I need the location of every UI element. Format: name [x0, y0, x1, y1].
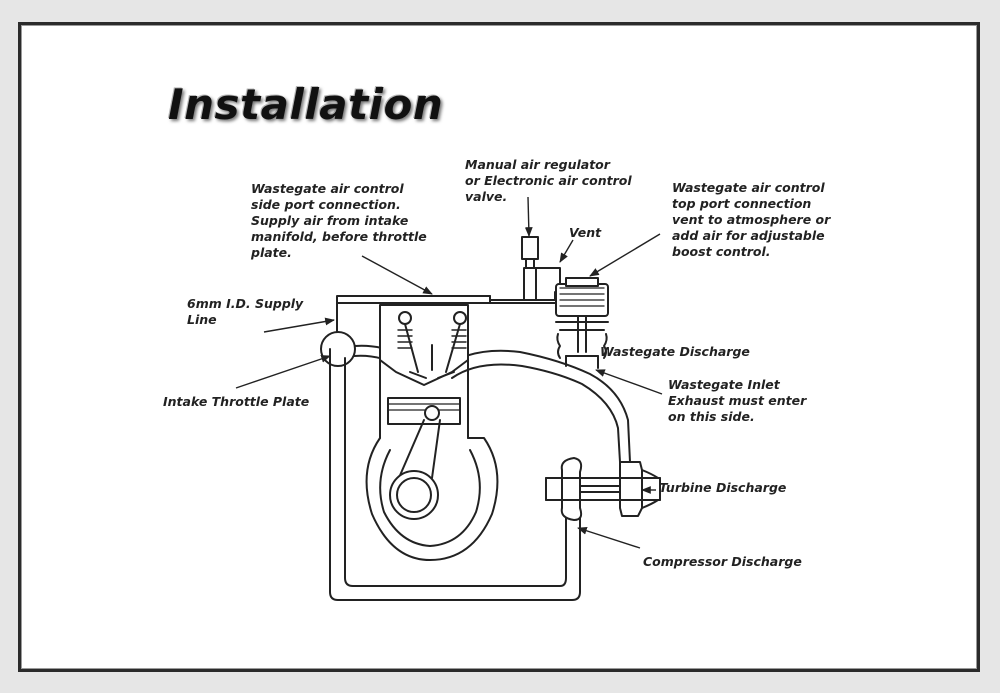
- label-wastegate-inlet: Wastegate Inlet Exhaust must enter on th…: [668, 377, 807, 424]
- wastegate-body: [555, 277, 609, 359]
- label-side-port-connection: Wastegate air control side port connecti…: [251, 181, 427, 260]
- air-regulator-valve: [521, 236, 539, 260]
- crankcase: [365, 437, 499, 561]
- arrow-supply-line: [263, 317, 335, 333]
- turbo-shaft: [545, 477, 661, 501]
- turbocharger: [545, 457, 661, 521]
- diagram-title: Installation: [168, 80, 444, 129]
- label-wastegate-discharge: Wastegate Discharge: [600, 344, 750, 359]
- label-compressor-discharge: Compressor Discharge: [643, 554, 802, 569]
- exhaust-runner: [439, 349, 631, 463]
- cylinder-walls: [379, 359, 469, 439]
- arrow-wastegate-inlet: [595, 369, 663, 395]
- diagram-frame: [18, 22, 980, 672]
- turbine-housing: [619, 461, 643, 517]
- arrow-manual-regulator: [524, 196, 533, 237]
- arrow-side-port: [361, 255, 433, 295]
- label-turbine-discharge: Turbine Discharge: [659, 480, 787, 495]
- cylinder-head: [379, 304, 469, 386]
- regulator-line: [519, 267, 537, 301]
- label-supply-line: 6mm I.D. Supply Line: [187, 296, 304, 327]
- compressor-discharge-pipe: [329, 348, 581, 601]
- label-intake-throttle-plate: Intake Throttle Plate: [163, 394, 310, 409]
- vent-line: [535, 267, 561, 287]
- arrow-vent: [559, 239, 574, 263]
- label-top-port-connection: Wastegate air control top port connectio…: [672, 180, 831, 259]
- arrow-intake-throttle: [235, 355, 331, 389]
- label-manual-air-regulator: Manual air regulator or Electronic air c…: [465, 157, 632, 204]
- intake-throttle-plate: [320, 331, 356, 367]
- connecting-rod: [397, 419, 441, 481]
- label-vent: Vent: [569, 225, 602, 240]
- arrow-compressor-discharge: [577, 526, 641, 549]
- wastegate-inlet-tube: [565, 355, 599, 369]
- compressor-housing: [560, 457, 583, 521]
- arrow-top-port: [589, 233, 661, 277]
- valves: [397, 311, 467, 379]
